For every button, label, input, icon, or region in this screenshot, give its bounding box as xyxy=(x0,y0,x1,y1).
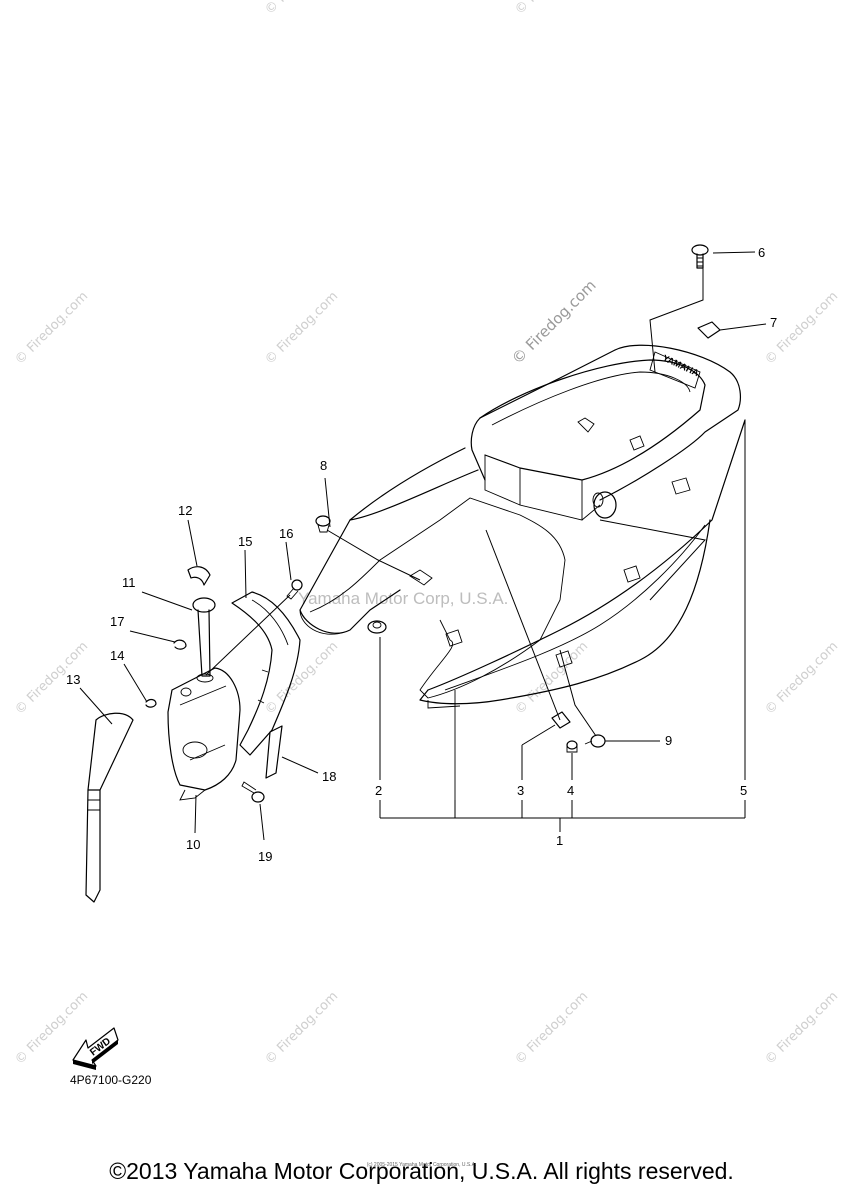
part-code: 4P67100-G220 xyxy=(70,1073,152,1087)
watermark-tile: © Firedog.com xyxy=(512,989,591,1068)
callouts: 1 2 3 4 5 6 7 8 9 10 11 12 13 14 15 16 1… xyxy=(66,245,777,864)
watermark-tile: © Firedog.com xyxy=(512,639,591,718)
callout-11: 11 xyxy=(122,575,136,590)
reservoir-drawing xyxy=(85,566,303,903)
watermark-tile: © Firedog.com xyxy=(512,0,591,18)
watermark-tile: © Firedog.com xyxy=(262,639,341,718)
callout-10: 10 xyxy=(186,837,200,852)
callout-16: 16 xyxy=(279,526,293,541)
hardware-drawing xyxy=(315,244,721,753)
watermark-tile: © Firedog.com xyxy=(762,989,841,1068)
callout-5: 5 xyxy=(740,783,747,798)
watermark-tiles: © Firedog.com © Firedog.com © Firedog.co… xyxy=(12,0,841,1068)
watermark-tile: © Firedog.com xyxy=(262,0,341,18)
callout-17: 17 xyxy=(110,614,124,629)
callout-9: 9 xyxy=(665,733,672,748)
callout-18: 18 xyxy=(322,769,336,784)
leader-lines xyxy=(79,251,767,841)
copyright-notice: ©2013 Yamaha Motor Corporation, U.S.A. A… xyxy=(109,1158,734,1184)
callout-19: 19 xyxy=(258,849,272,864)
watermark-tile: © Firedog.com xyxy=(262,989,341,1068)
callout-7: 7 xyxy=(770,315,777,330)
callout-8: 8 xyxy=(320,458,327,473)
callout-12: 12 xyxy=(178,503,192,518)
watermark-tile: © Firedog.com xyxy=(12,289,91,368)
fwd-arrow-icon: FWD xyxy=(72,1027,119,1070)
tiny-copyright: (c) 2005-2015 Yamaha Motor Corporation, … xyxy=(366,1162,477,1168)
callout-14: 14 xyxy=(110,648,124,663)
watermark-main: © Firedog.com xyxy=(508,276,600,368)
callout-13: 13 xyxy=(66,672,80,687)
callout-2: 2 xyxy=(375,783,382,798)
watermark-tile: © Firedog.com xyxy=(262,289,341,368)
callout-4: 4 xyxy=(567,783,574,798)
watermark-tile: © Firedog.com xyxy=(762,639,841,718)
watermark-center: Yamaha Motor Corp, U.S.A. xyxy=(298,589,508,608)
callout-3: 3 xyxy=(517,783,524,798)
callout-6: 6 xyxy=(758,245,765,260)
callout-1: 1 xyxy=(556,833,563,848)
callout-15: 15 xyxy=(238,534,252,549)
brand-text: YAMAHA xyxy=(661,353,701,379)
